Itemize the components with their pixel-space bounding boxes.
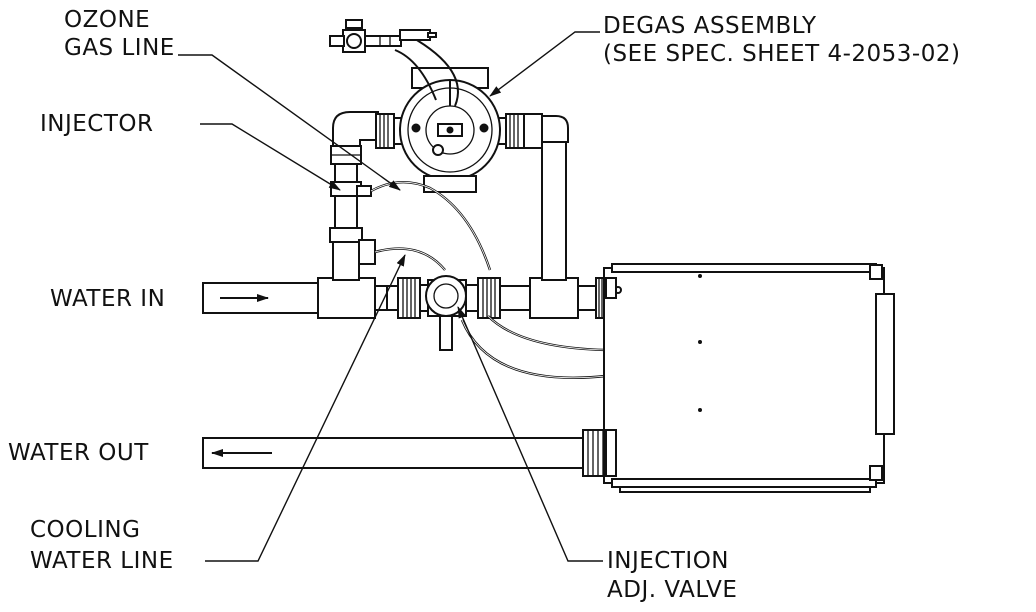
label-cooling-water-line-2: WATER LINE xyxy=(30,548,174,574)
tank-feed-hoses xyxy=(460,315,607,379)
label-water-out: WATER OUT xyxy=(8,440,149,466)
label-cooling-water-line-1: COOLING xyxy=(30,517,141,543)
cooling-water-line-hose xyxy=(374,247,446,271)
label-degas-assembly-2: (SEE SPEC. SHEET 4-2053-02) xyxy=(603,41,961,67)
injector-upright xyxy=(329,111,379,281)
label-degas-assembly-1: DEGAS ASSEMBLY xyxy=(603,13,817,39)
label-injection-adj-valve-2: ADJ. VALVE xyxy=(607,577,738,603)
injection-adj-valve xyxy=(425,275,479,351)
degas-assembly xyxy=(329,19,525,193)
leader-lines xyxy=(178,31,603,562)
label-injection-adj-valve-1: INJECTION xyxy=(607,548,730,574)
label-ozone-gas-line-2: GAS LINE xyxy=(64,35,175,61)
degas-return-pipe xyxy=(521,113,569,281)
water-in-pipe xyxy=(202,277,431,319)
label-ozone-gas-line-1: OZONE xyxy=(64,7,151,33)
reaction-tank xyxy=(603,263,895,493)
label-water-in: WATER IN xyxy=(50,286,166,312)
outlet-union xyxy=(477,277,607,319)
water-out-pipe xyxy=(202,429,618,477)
label-injector: INJECTOR xyxy=(40,111,154,137)
